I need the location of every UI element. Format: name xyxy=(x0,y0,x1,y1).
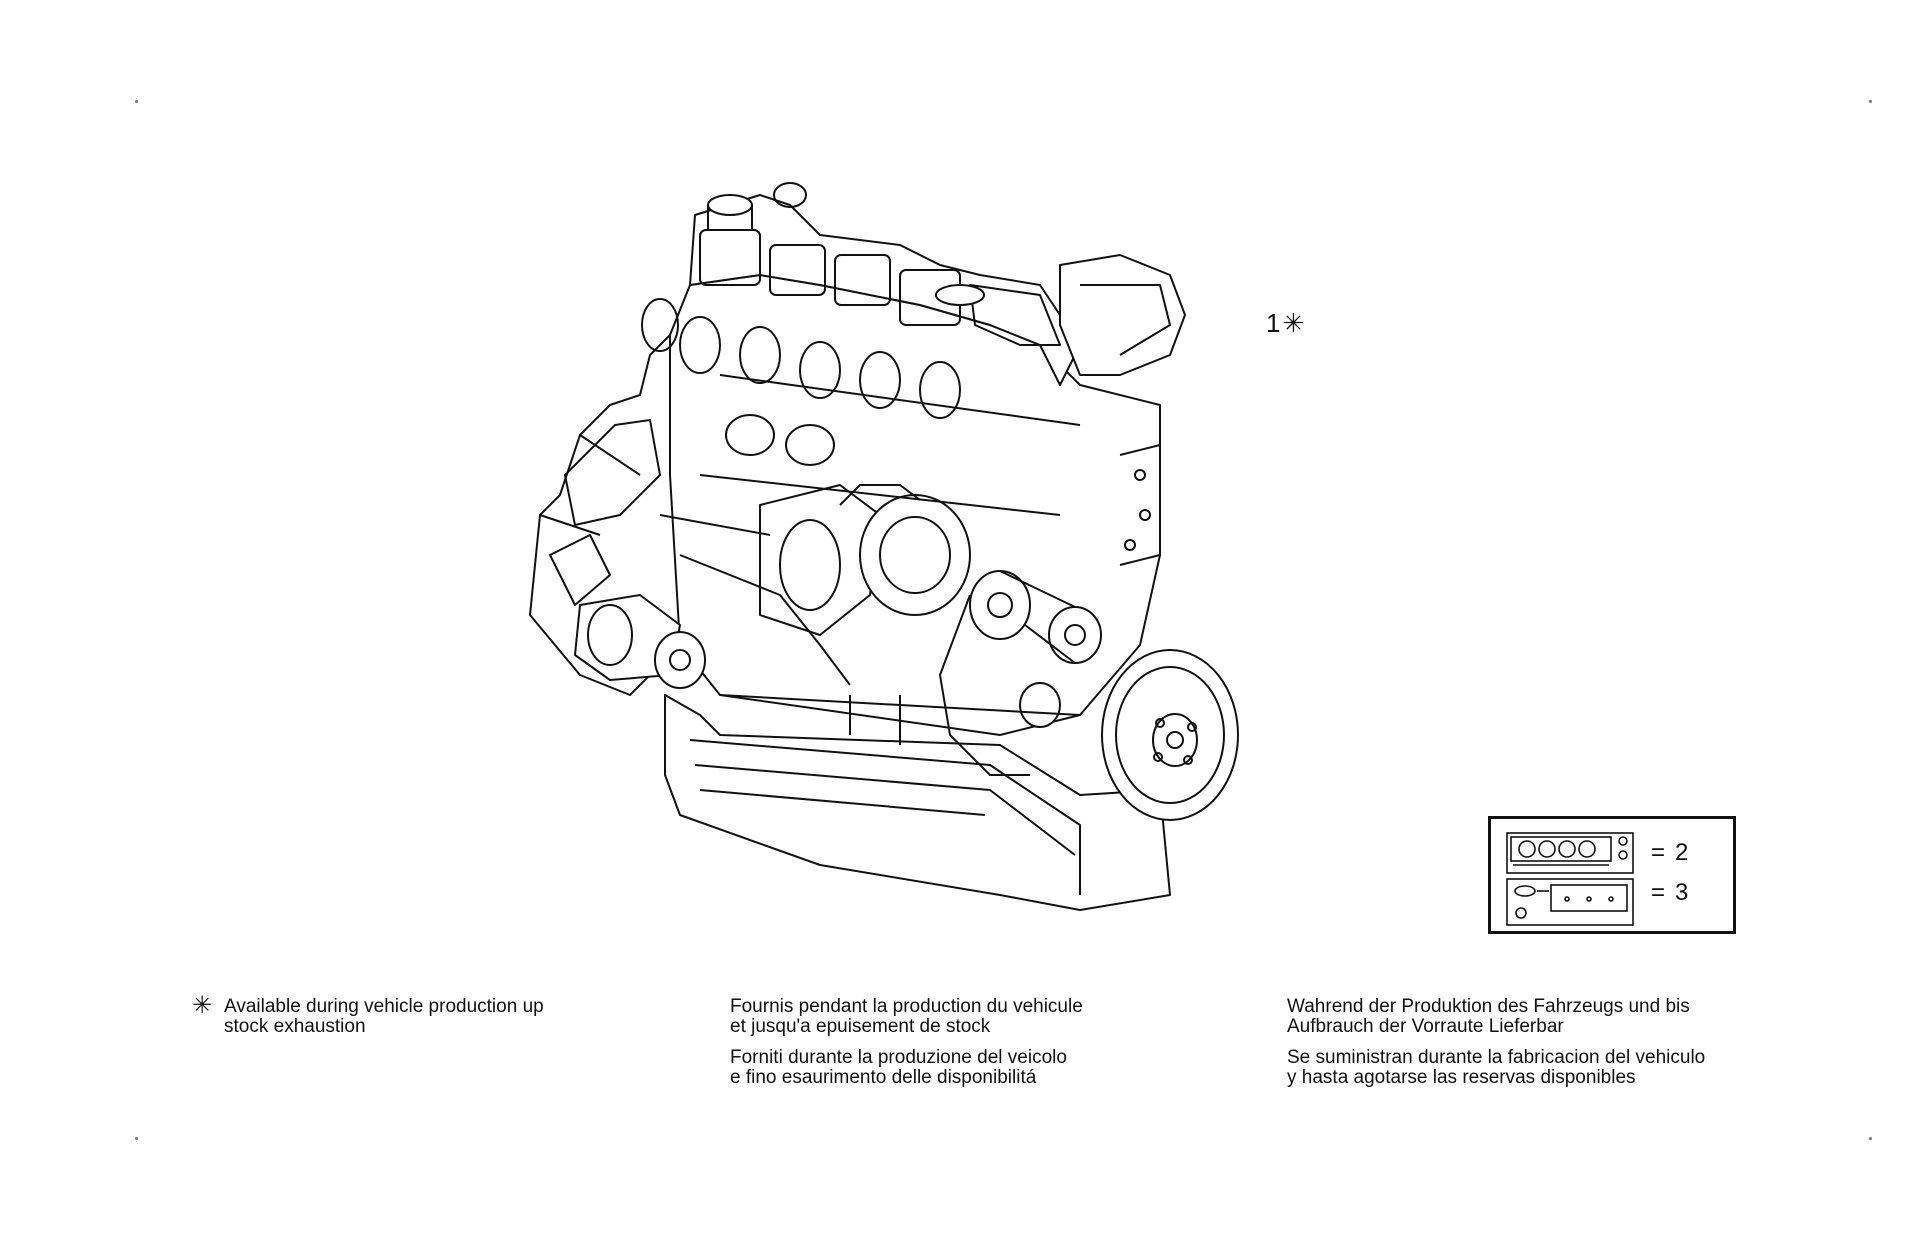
callout-number: 1 xyxy=(1266,308,1281,338)
part-callout-1: 1✳ xyxy=(1266,310,1304,336)
corner-mark-bottom-right xyxy=(1869,1137,1872,1140)
head-gasket-kit-icon xyxy=(1506,832,1634,874)
note-line: y hasta agotarse las reservas disponible… xyxy=(1287,1067,1636,1088)
note-line: Aufbrauch der Vorraute Lieferbar xyxy=(1287,1016,1564,1037)
note-line: et jusqu'a epuisement de stock xyxy=(730,1016,991,1037)
kit-value: 2 xyxy=(1675,839,1689,866)
kit-row-gasket-set: =3 xyxy=(1651,881,1688,905)
engine-illustration xyxy=(529,182,1239,911)
equals-sign: = xyxy=(1651,879,1666,906)
note-english: Available during vehicle production up s… xyxy=(224,997,544,1037)
note-line: Available during vehicle production up xyxy=(224,996,544,1017)
note-spanish: Se suministran durante la fabricacion de… xyxy=(1287,1048,1705,1088)
asterisk-icon: ✳ xyxy=(192,992,213,1019)
corner-mark-top-right xyxy=(1869,100,1872,103)
note-line: Se suministran durante la fabricacion de… xyxy=(1287,1047,1706,1068)
note-line: stock exhaustion xyxy=(224,1016,366,1037)
gasket-set-icon xyxy=(1506,878,1634,926)
equals-sign: = xyxy=(1651,839,1666,866)
note-line: e fino esaurimento delle disponibilitá xyxy=(730,1067,1037,1088)
corner-mark-top-left xyxy=(135,100,138,103)
note-line: Fournis pendant la production du vehicul… xyxy=(730,996,1083,1017)
note-line: Forniti durante la produzione del veicol… xyxy=(730,1047,1067,1068)
asterisk-icon: ✳ xyxy=(1282,308,1305,338)
note-line: Wahrend der Produktion des Fahrzeugs und… xyxy=(1287,996,1690,1017)
note-german: Wahrend der Produktion des Fahrzeugs und… xyxy=(1287,997,1690,1037)
kit-row-head-gasket: =2 xyxy=(1651,841,1688,865)
corner-mark-bottom-left xyxy=(135,1137,138,1140)
note-french: Fournis pendant la production du vehicul… xyxy=(730,997,1083,1037)
kit-value: 3 xyxy=(1675,879,1689,906)
note-italian: Forniti durante la produzione del veicol… xyxy=(730,1048,1067,1088)
gasket-kit-legend: =2 =3 xyxy=(1488,816,1736,934)
